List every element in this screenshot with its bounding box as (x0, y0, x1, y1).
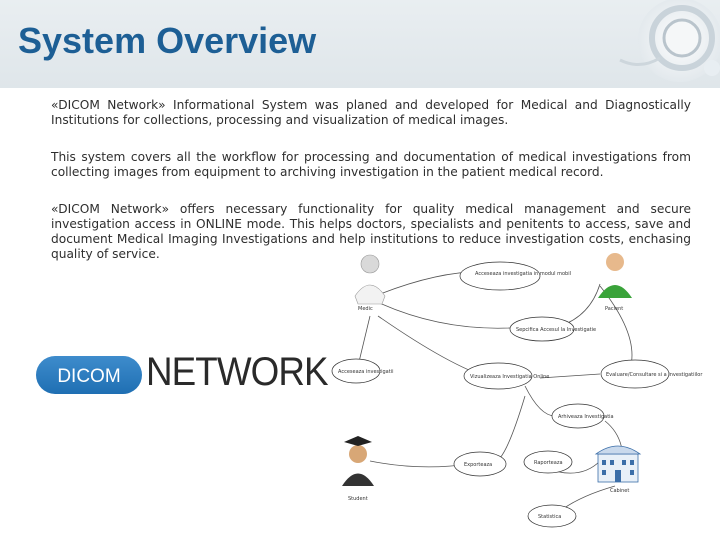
student-actor: Student (342, 436, 374, 502)
usecase-statistics: Statistica (527, 504, 577, 528)
usecase-access-investigations: Acceseaza investigatii (331, 358, 393, 384)
logo-pill: DICOM (36, 356, 142, 394)
usecase-view-online: Vizualizeaza Investigatia Online (463, 362, 549, 390)
usecase-evaluation: Evaluare/Consultare si a Investigatiilor (600, 359, 703, 389)
patient-label: Pacient (605, 306, 623, 312)
usecase-label: Vizualizeaza Investigatia Online (470, 374, 549, 380)
use-case-diagram: Medic Pacient Student Cabinet Acceseaza … (331, 253, 703, 528)
intro-paragraph: «DICOM Network» Informational System was… (51, 98, 691, 127)
cabinet-label: Cabinet (610, 488, 629, 494)
functionality-paragraph: «DICOM Network» offers necessary functio… (51, 202, 691, 261)
workflow-paragraph: This system covers all the workflow for … (51, 150, 691, 179)
usecase-label: Evaluare/Consultare si a Investigatiilor (606, 372, 703, 378)
stethoscope-icon (619, 0, 720, 82)
usecase-archive: Arhiveaza Investigatia (551, 403, 614, 429)
usecase-label: Sepcifica Accesul la Investigatie (516, 327, 596, 333)
logo-dicom-text: DICOM (57, 366, 121, 387)
usecase-mobile-access: Acceseaza investigatia in modul mobil (459, 261, 571, 291)
cabinet-building: Cabinet (594, 445, 642, 494)
patient-actor: Pacient (598, 253, 632, 312)
usecase-label: Acceseaza investigatia in modul mobil (475, 271, 571, 277)
medic-label: Medic (358, 306, 373, 312)
usecase-label: Acceseaza investigatii (338, 369, 393, 375)
slide-title: System Overview (18, 20, 317, 61)
usecase-label: Exporteaza (464, 462, 492, 468)
slide-header: System Overview (0, 0, 720, 88)
usecase-label: Arhiveaza Investigatia (558, 414, 614, 420)
usecase-specify-access: Sepcifica Accesul la Investigatie (509, 316, 596, 342)
logo-network-text: NETWORK (146, 350, 329, 394)
usecase-report: Raporteaza (523, 450, 573, 474)
usecase-export: Exporteaza (453, 451, 507, 477)
usecase-label: Statistica (538, 514, 561, 520)
medic-actor: Medic (354, 254, 386, 312)
diagram-connectors (357, 271, 633, 512)
usecase-label: Raporteaza (534, 460, 563, 466)
student-label: Student (348, 496, 368, 502)
